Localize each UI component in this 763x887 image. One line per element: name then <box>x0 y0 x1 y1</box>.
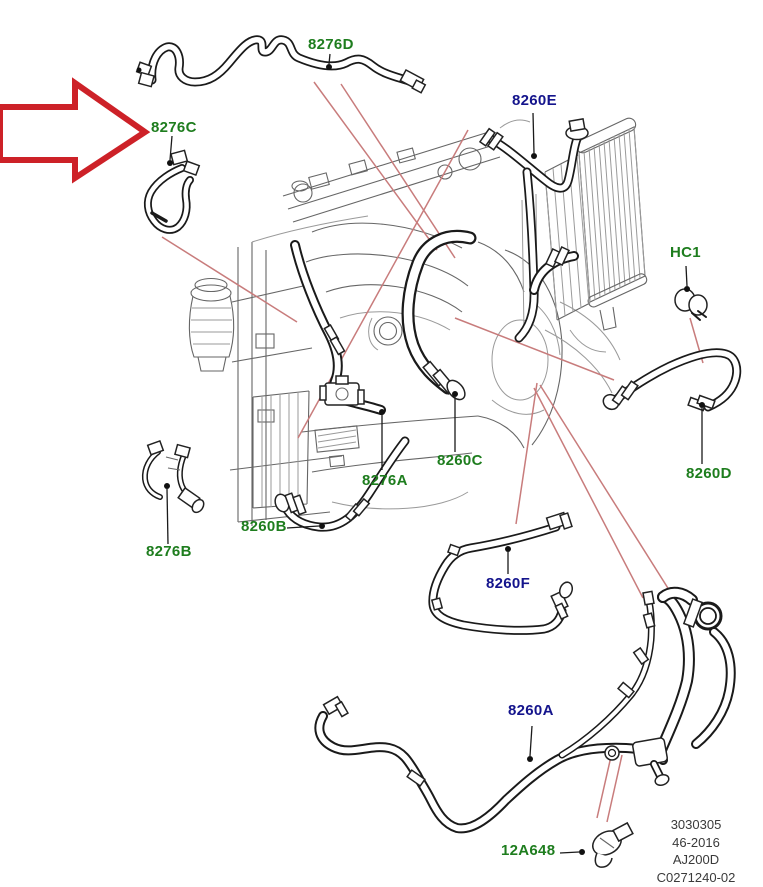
part-label-8276c: 8276C <box>151 119 197 136</box>
sensor-12a648 <box>592 821 634 868</box>
drawing-info-line: 3030305 <box>670 817 722 832</box>
hose-clamp-hc1 <box>674 288 708 321</box>
leader-lines <box>166 53 703 854</box>
part-label-8260d: 8260D <box>686 465 732 482</box>
engine-line-art <box>188 119 621 526</box>
hose-8276d <box>135 35 427 94</box>
hose-assembly-8260a <box>314 586 736 834</box>
hose-8260b <box>274 436 410 532</box>
vertical-frame-tube <box>514 167 579 343</box>
radiator <box>544 117 648 331</box>
red-pointer-arrow-icon <box>0 77 151 184</box>
drawing-info-line: 46-2016 <box>672 834 720 850</box>
part-label-8260e: 8260E <box>512 92 557 109</box>
drawing-info-line: C0271240-02 <box>656 869 736 885</box>
drawing-info-line: AJ200D <box>672 852 720 867</box>
part-label-8260a: 8260A <box>508 702 554 719</box>
part-label-8276b: 8276B <box>146 543 192 560</box>
leader-dots <box>164 64 705 855</box>
hose-8276b <box>141 439 205 514</box>
part-label-8260b: 8260B <box>241 518 287 535</box>
part-label-8260c: 8260C <box>437 452 483 469</box>
part-label-hc1: HC1 <box>670 244 701 261</box>
hose-8260d <box>602 348 742 412</box>
hose-8276a <box>290 240 386 415</box>
hose-8260f <box>428 511 574 635</box>
drawing-info-block: 3030305 46-2016 AJ200D C0271240-02 <box>633 816 759 886</box>
part-label-8260f: 8260F <box>486 575 531 592</box>
hose-8260e <box>478 117 589 193</box>
part-label-8276d: 8276D <box>308 36 354 53</box>
part-label-12a648: 12A648 <box>501 842 556 859</box>
reference-lines <box>161 81 704 823</box>
part-label-8276a: 8276A <box>362 472 408 489</box>
hose-8260c <box>401 229 477 401</box>
hose-8276c <box>143 149 201 234</box>
